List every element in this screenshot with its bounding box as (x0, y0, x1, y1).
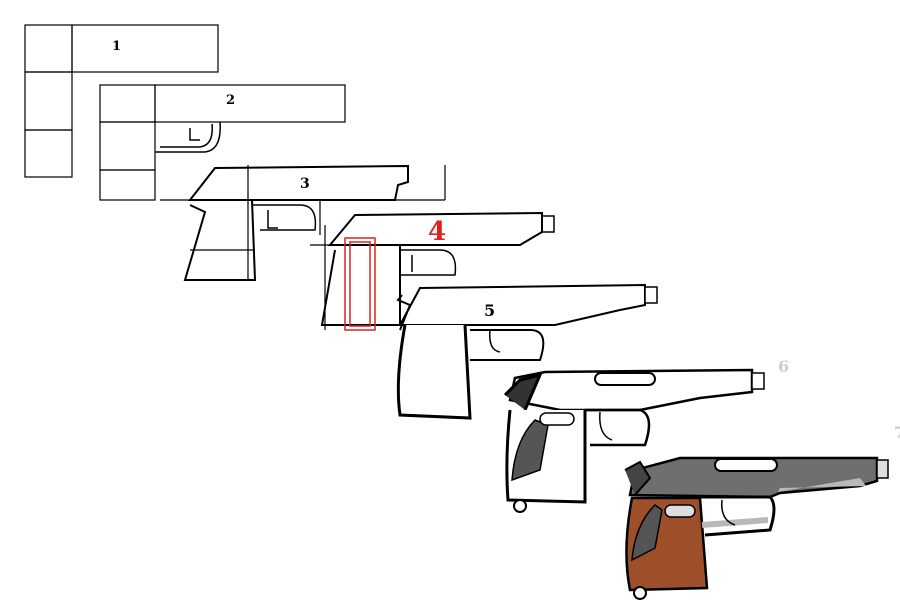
step-7-label: 7 (894, 423, 900, 442)
step-2-boxes: 2 (99, 84, 346, 201)
step-3-label: 3 (300, 176, 310, 192)
step-5-pistol: 5 (396, 283, 658, 420)
step-6-label: 6 (778, 357, 789, 376)
step-2-label: 2 (226, 93, 235, 108)
step-4-label: 4 (428, 217, 446, 247)
step-5-label: 5 (484, 301, 495, 320)
step-7-pistol: 7 (624, 423, 900, 600)
step-4-outline: 4 (310, 211, 555, 331)
step-3-outline: 3 (160, 164, 446, 281)
step-1-boxes: 1 (24, 24, 219, 178)
step-4-red-guides (344, 237, 376, 331)
step-6-pistol: 6 (503, 357, 789, 513)
step-1-label: 1 (112, 39, 121, 54)
